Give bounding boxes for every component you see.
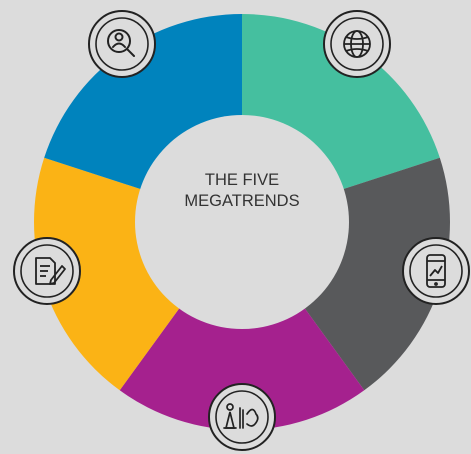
badge-climate <box>208 383 276 451</box>
inner-circle <box>135 115 349 329</box>
ring-segments <box>34 14 451 431</box>
badge-document <box>13 237 81 305</box>
badge-globe <box>323 10 391 78</box>
document-edit-icon <box>35 257 66 285</box>
globe-icon <box>343 30 371 58</box>
center-title: THE FIVE MEGATRENDS <box>166 170 318 212</box>
badge-people <box>88 10 156 78</box>
climate-icon <box>223 403 259 429</box>
center-title-line-1: THE FIVE <box>204 171 280 189</box>
segment-climate <box>119 307 365 431</box>
segment-mobile <box>304 157 451 391</box>
mobile-chart-icon <box>426 254 446 288</box>
segment-people <box>44 14 243 190</box>
segment-document <box>34 157 180 391</box>
segment-globe <box>242 14 440 190</box>
badge-mobile <box>402 237 470 305</box>
center-title-line-2: MEGATRENDS <box>184 192 300 210</box>
person-search-icon <box>107 29 135 57</box>
